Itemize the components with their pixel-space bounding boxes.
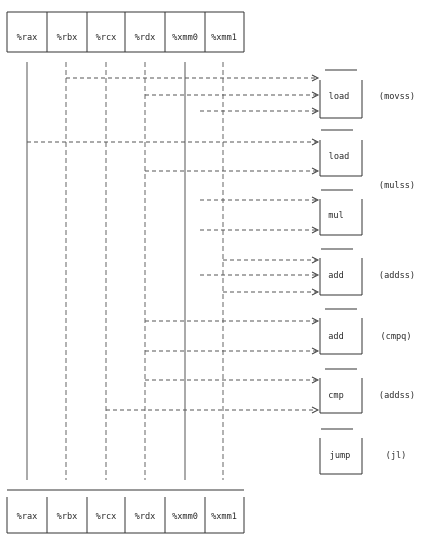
register-label-xmm0: %xmm0 bbox=[172, 33, 198, 43]
operation-box-add: add (addss) bbox=[319, 248, 415, 296]
arrowhead bbox=[311, 107, 320, 115]
arrowhead bbox=[311, 196, 320, 204]
register-label-xmm1: %xmm1 bbox=[211, 512, 237, 522]
register-label-xmm1: %xmm1 bbox=[211, 33, 237, 43]
operation-box-load: load (movss) bbox=[319, 69, 415, 119]
operation-label: add bbox=[328, 271, 344, 281]
operation-box-mul: mul (mulss) bbox=[319, 181, 415, 236]
operation-label: jump bbox=[330, 451, 351, 461]
arrowhead bbox=[311, 288, 320, 296]
operation-label: load bbox=[329, 152, 350, 162]
register-label-rbx: %rbx bbox=[57, 512, 78, 522]
register-header-top: %rax %rbx %rcx %rdx %xmm0 %xmm1 bbox=[6, 11, 245, 53]
operation-box-load: load bbox=[319, 129, 363, 177]
operation-annotation: (cmpq) bbox=[380, 332, 411, 342]
register-label-rcx: %rcx bbox=[96, 33, 117, 43]
operation-annotation: (mulss) bbox=[379, 181, 415, 191]
arrowhead bbox=[311, 91, 320, 99]
operation-annotation: (addss) bbox=[379, 271, 415, 281]
operation-label: load bbox=[329, 92, 350, 102]
register-label-rdx: %rdx bbox=[135, 33, 156, 43]
register-label-rcx: %rcx bbox=[96, 512, 117, 522]
operation-annotation: (movss) bbox=[379, 92, 415, 102]
operation-label: mul bbox=[328, 211, 344, 221]
arrowhead bbox=[311, 347, 320, 355]
register-label-xmm0: %xmm0 bbox=[172, 512, 198, 522]
arrowhead bbox=[311, 226, 320, 234]
register-label-rbx: %rbx bbox=[57, 33, 78, 43]
operation-box-add: add (cmpq) bbox=[319, 308, 412, 355]
operation-annotation: (jl) bbox=[386, 451, 407, 461]
operation-label: add bbox=[328, 332, 344, 342]
arrowhead bbox=[311, 271, 320, 279]
operation-box-cmp: cmp (addss) bbox=[319, 368, 415, 414]
arrowhead bbox=[311, 167, 320, 175]
register-label-rdx: %rdx bbox=[135, 512, 156, 522]
flow-arrows bbox=[27, 74, 320, 414]
operation-annotation: (addss) bbox=[379, 391, 415, 401]
operation-box-jump: jump (jl) bbox=[319, 428, 407, 475]
operation-label: cmp bbox=[328, 391, 344, 401]
arrowhead bbox=[311, 256, 320, 264]
arrowhead bbox=[311, 138, 320, 146]
arrowhead bbox=[311, 317, 320, 325]
arrowhead bbox=[311, 406, 320, 414]
register-label-rax: %rax bbox=[17, 33, 38, 43]
operation-column: load (movss) load mul (mulss) add (addss… bbox=[319, 69, 415, 475]
arrowhead bbox=[311, 74, 320, 82]
register-label-rax: %rax bbox=[17, 512, 38, 522]
register-header-bottom: %rax %rbx %rcx %rdx %xmm0 %xmm1 bbox=[6, 489, 245, 534]
register-lanes bbox=[26, 62, 224, 480]
arrowhead bbox=[311, 376, 320, 384]
